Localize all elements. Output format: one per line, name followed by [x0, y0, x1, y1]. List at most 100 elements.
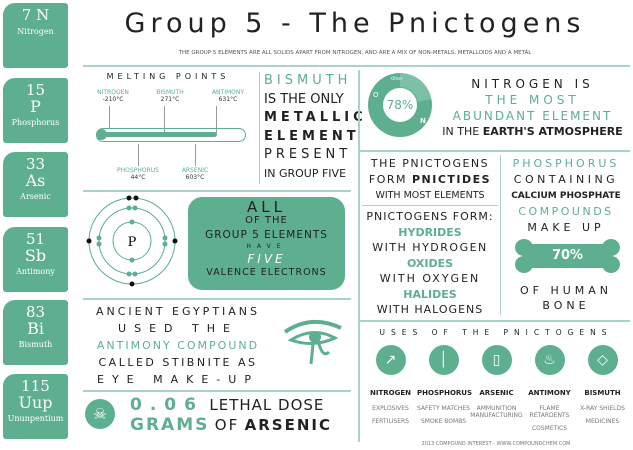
- use-element: BISMUTH: [584, 389, 621, 397]
- element-name: Ununpentium: [7, 414, 64, 423]
- text: CALLED STIBNITE AS: [98, 356, 258, 369]
- divider: [83, 190, 351, 192]
- divider: [362, 205, 498, 206]
- skull-icon: ☠: [85, 399, 115, 429]
- divider: [360, 150, 630, 152]
- text: 0.06: [130, 395, 204, 415]
- text: OF: [214, 416, 240, 434]
- use-text: EXPLOSIVES: [372, 405, 409, 412]
- phosphorus-fact: PHOSPHORUS CONTAINING CALCIUM PHOSPHATE …: [502, 156, 630, 236]
- divider: [259, 72, 260, 184]
- element-name: Arsenic: [20, 192, 51, 201]
- page-title: Group 5 - The Pnictogens: [124, 8, 586, 39]
- text: PHOSPHORUS: [512, 157, 620, 170]
- divider: [360, 320, 630, 322]
- mp-label: ANTIMONY: [211, 89, 245, 96]
- text: LETHAL DOSE: [209, 396, 325, 414]
- melting-heading: MELTING POINTS: [106, 72, 230, 81]
- use-element: ARSENIC: [479, 389, 514, 397]
- use-arsenic: ▯ ARSENIC AMMUNITION MANUFACTURING: [470, 345, 523, 425]
- use-text: MEDICINES: [585, 418, 620, 425]
- thermometer: [96, 128, 246, 142]
- nitrogen-fact: NITROGEN IS THE MOST ABUNDANT ELEMENT IN…: [435, 76, 630, 140]
- text: IN THE: [442, 125, 480, 138]
- compounds-fact: PNICTOGENS FORM: HYDRIDES WITH HYDROGEN …: [361, 209, 499, 318]
- bismuth-fact: BISMUTH IS THE ONLY METALLIC ELEMENT PRE…: [264, 72, 367, 183]
- divider: [83, 390, 351, 392]
- donut-center: 78%: [382, 87, 418, 123]
- text: PNICTOGENS FORM:: [366, 210, 494, 223]
- subtitle: THE GROUP 5 ELEMENTS ARE ALL SOLIDS APAR…: [178, 50, 532, 56]
- arsenic-fact: 0.06 LETHAL DOSE GRAMS OF ARSENIC: [130, 395, 355, 435]
- symbol: N: [36, 6, 50, 24]
- bullet-icon: ▯: [481, 345, 512, 375]
- text: ALL: [247, 198, 286, 216]
- use-text: FLAME RETARDENTS: [529, 405, 570, 419]
- text: HALIDES: [403, 287, 457, 301]
- text: WITH HYDROGEN: [372, 241, 488, 254]
- uses-heading: USES OF THE PNICTOGENS: [379, 328, 613, 337]
- element-name: Bismuth: [18, 340, 53, 349]
- text: WITH HALOGENS: [376, 303, 484, 316]
- text: ANCIENT EGYPTIANS: [95, 305, 261, 318]
- text: CALCIUM PHOSPHATE: [511, 191, 621, 201]
- use-text: SAFETY MATCHES: [417, 405, 470, 412]
- text: FIVE: [247, 252, 286, 266]
- mp-value: 603°C: [185, 174, 205, 181]
- use-text: FERTILISERS: [371, 418, 410, 425]
- use-text: AMMUNITION MANUFACTURING: [470, 405, 523, 419]
- divider: [83, 65, 630, 67]
- use-text: SMOKE BOMBS: [420, 418, 467, 425]
- bone-percent: 70%: [525, 244, 610, 268]
- atomic-number: 15: [25, 81, 46, 99]
- divider: [83, 298, 351, 300]
- symbol: Bi: [27, 319, 44, 338]
- mp-label: ARSENIC: [181, 167, 209, 174]
- element-name: Nitrogen: [17, 27, 54, 36]
- text: HAVE: [246, 243, 287, 250]
- text: THE PNICTOGENS: [370, 157, 490, 170]
- mp-label: BISMUTH: [156, 89, 184, 96]
- symbol: Sb: [24, 246, 47, 265]
- text: WITH MOST ELEMENTS: [375, 190, 485, 201]
- divider: [500, 155, 501, 315]
- text: THE MOST: [485, 93, 580, 107]
- symbol: As: [25, 171, 46, 190]
- pnictides-fact: THE PNICTOGENS FORM PNICTIDES WITH MOST …: [361, 156, 499, 204]
- element-name: Phosphorus: [11, 118, 60, 127]
- mp-nitrogen: NITROGEN-210°C: [88, 89, 138, 103]
- text: WITH OXYGEN: [379, 272, 481, 285]
- xray-icon: ◇: [587, 345, 618, 375]
- mp-value: -210°C: [102, 96, 124, 103]
- use-text: COSMETICS: [531, 425, 568, 432]
- text: OXIDES: [406, 256, 454, 270]
- text: CONTAINING: [513, 173, 619, 186]
- flame-icon: ♨: [534, 345, 565, 375]
- mp-label: PHOSPHORUS: [117, 167, 159, 174]
- atomic-number: 33: [25, 155, 46, 173]
- atomic-number: 7: [21, 6, 32, 24]
- use-element: NITROGEN: [370, 389, 411, 397]
- egypt-fact: ANCIENT EGYPTIANS USED THE ANTIMONY COMP…: [83, 303, 273, 388]
- text: COMPOUNDS: [518, 205, 614, 218]
- text: IN GROUP FIVE: [264, 166, 347, 180]
- atmosphere-donut: 78% Other O N: [368, 73, 432, 137]
- text: GRAMS: [130, 415, 210, 435]
- use-element: ANTIMONY: [528, 389, 571, 397]
- bone-icon: 70%: [515, 237, 620, 275]
- text: IS THE ONLY: [264, 91, 344, 107]
- text: METALLIC: [264, 110, 367, 125]
- divider: [358, 70, 360, 442]
- atomic-number: 115: [21, 377, 50, 395]
- symbol: P: [30, 97, 41, 116]
- atom-diagram: P: [86, 195, 178, 287]
- atomic-number: 51: [25, 230, 46, 248]
- phosphorus-fact-end: OF HUMAN BONE: [502, 283, 630, 313]
